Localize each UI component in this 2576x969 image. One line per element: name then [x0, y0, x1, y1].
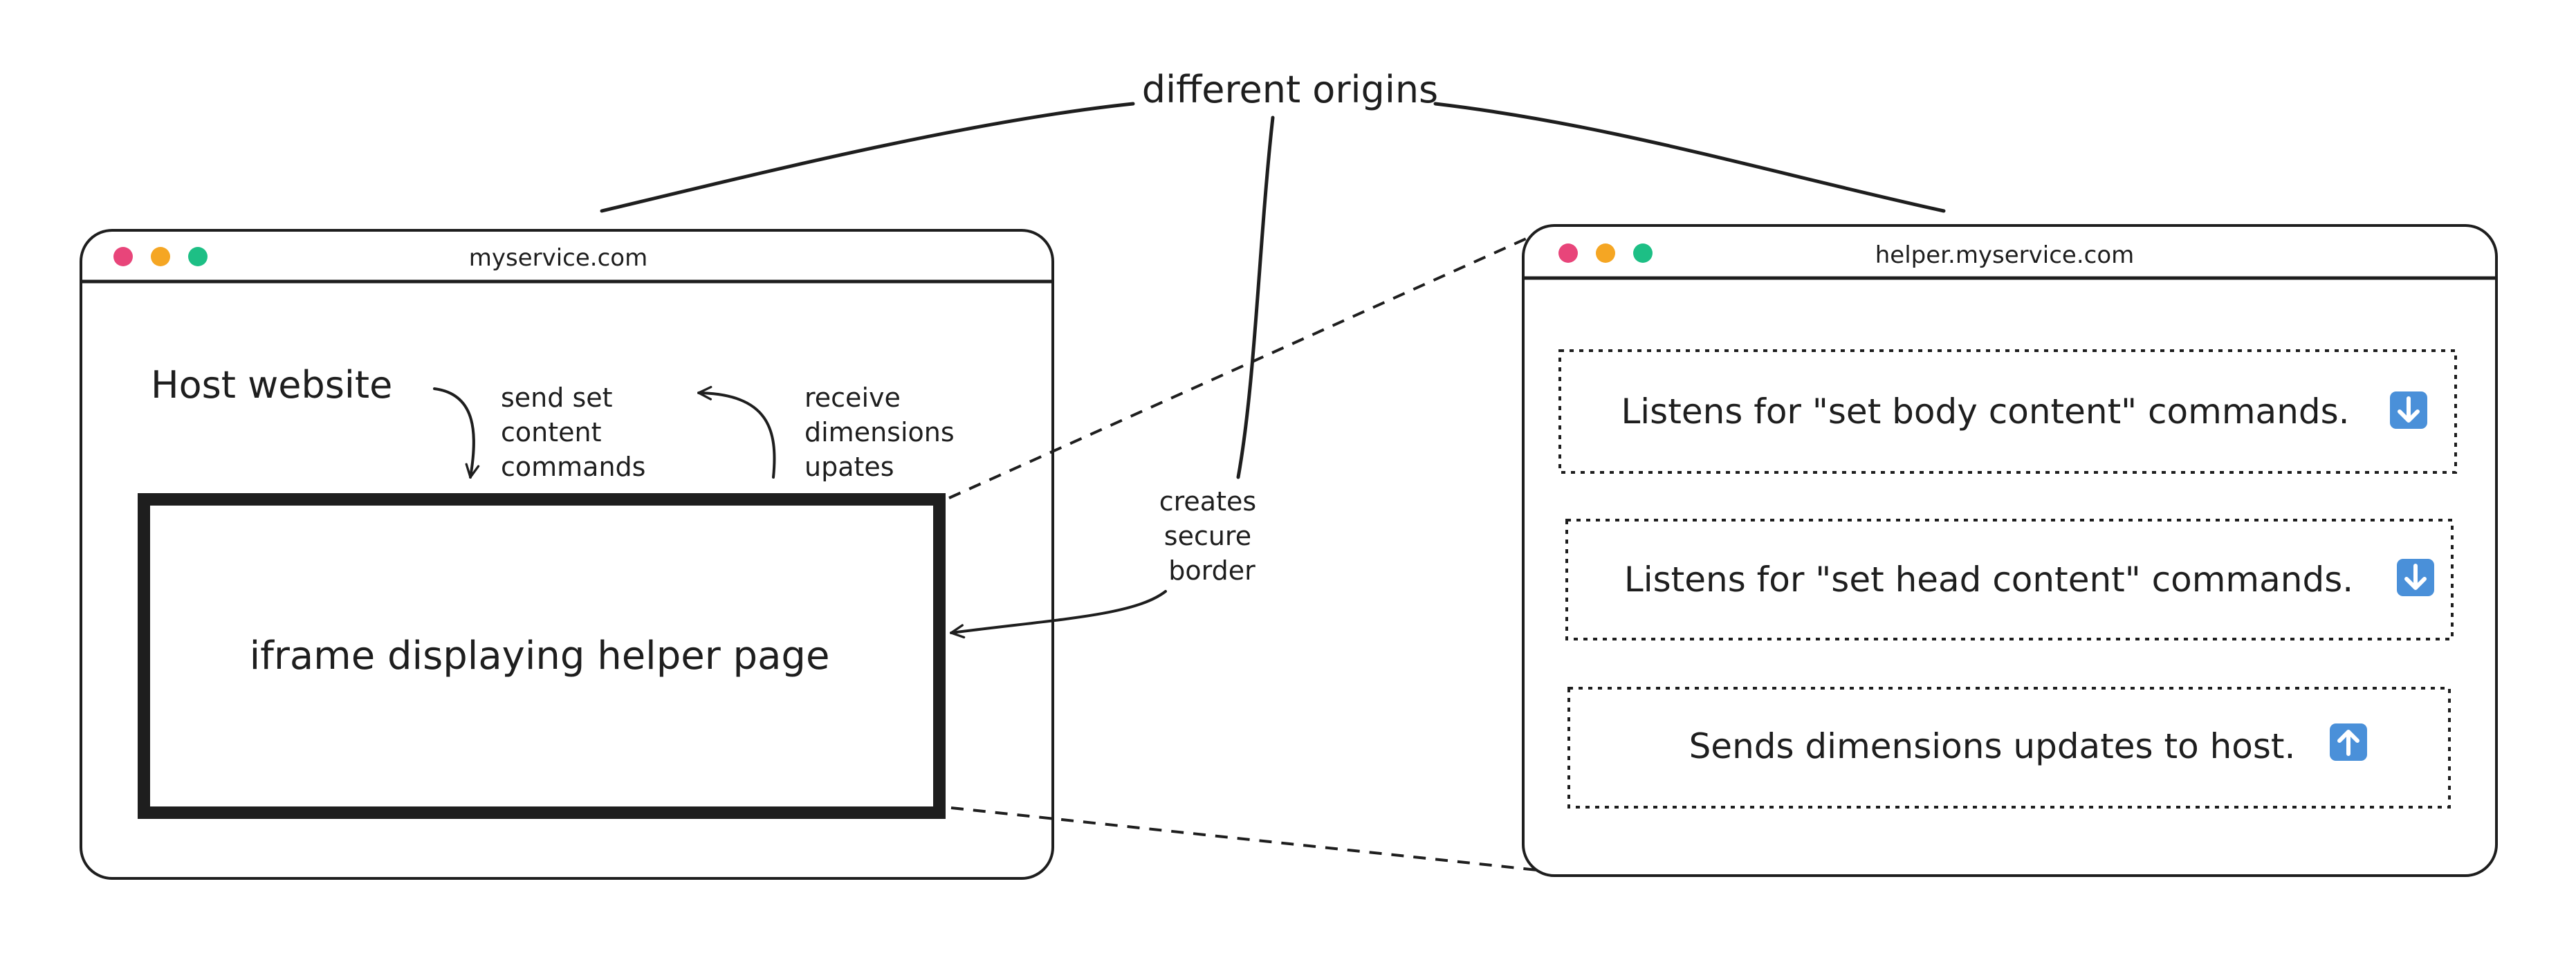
receive-dimensions-label: receive dimensions upates: [804, 382, 963, 482]
host-maximize-dot[interactable]: [188, 247, 208, 266]
helper-url: helper.myservice.com: [1875, 241, 2135, 269]
origin-connector-right: [1433, 102, 1946, 213]
arrow-up-icon: [2330, 723, 2367, 761]
zoom-line-bottom: [950, 806, 1538, 871]
send-arrow: [433, 387, 480, 479]
host-minimize-dot[interactable]: [151, 247, 170, 266]
helper-window-frame: [1522, 224, 2498, 877]
helper-maximize-dot[interactable]: [1633, 243, 1653, 263]
host-website-title: Host website: [151, 363, 392, 407]
head-listener-box: [1565, 519, 2454, 640]
arrow-down-icon: [2397, 559, 2434, 596]
helper-minimize-dot[interactable]: [1596, 243, 1615, 263]
host-browser-window: myservice.com Host website send set cont…: [80, 229, 1054, 880]
helper-browser-window: helper.myservice.com Listens for "set bo…: [1522, 224, 2498, 877]
host-url: myservice.com: [469, 244, 647, 272]
iframe-label: iframe displaying helper page: [250, 634, 830, 679]
head-listener-text: Listens for "set head content" commands.: [1624, 560, 2353, 600]
iframe-box: [138, 493, 946, 819]
host-close-dot[interactable]: [113, 247, 133, 266]
send-commands-label: send set content commands: [501, 382, 645, 482]
creates-secure-border-label: creates secure border: [1159, 486, 1265, 586]
helper-close-dot[interactable]: [1558, 243, 1578, 263]
zoom-line-top: [948, 232, 1538, 499]
different-origins-label: different origins: [1142, 68, 1438, 111]
origin-connector-left: [600, 102, 1135, 213]
creates-border-arrow: [950, 590, 1167, 639]
receive-arrow: [697, 385, 776, 479]
arrow-down-icon: [2390, 391, 2427, 429]
body-listener-text: Listens for "set body content" commands.: [1621, 391, 2349, 432]
dimensions-sender-box: [1567, 687, 2451, 809]
dimensions-sender-text: Sends dimensions updates to host.: [1689, 726, 2296, 766]
body-listener-box: [1558, 349, 2457, 474]
origin-connector-center: [1236, 116, 1275, 479]
